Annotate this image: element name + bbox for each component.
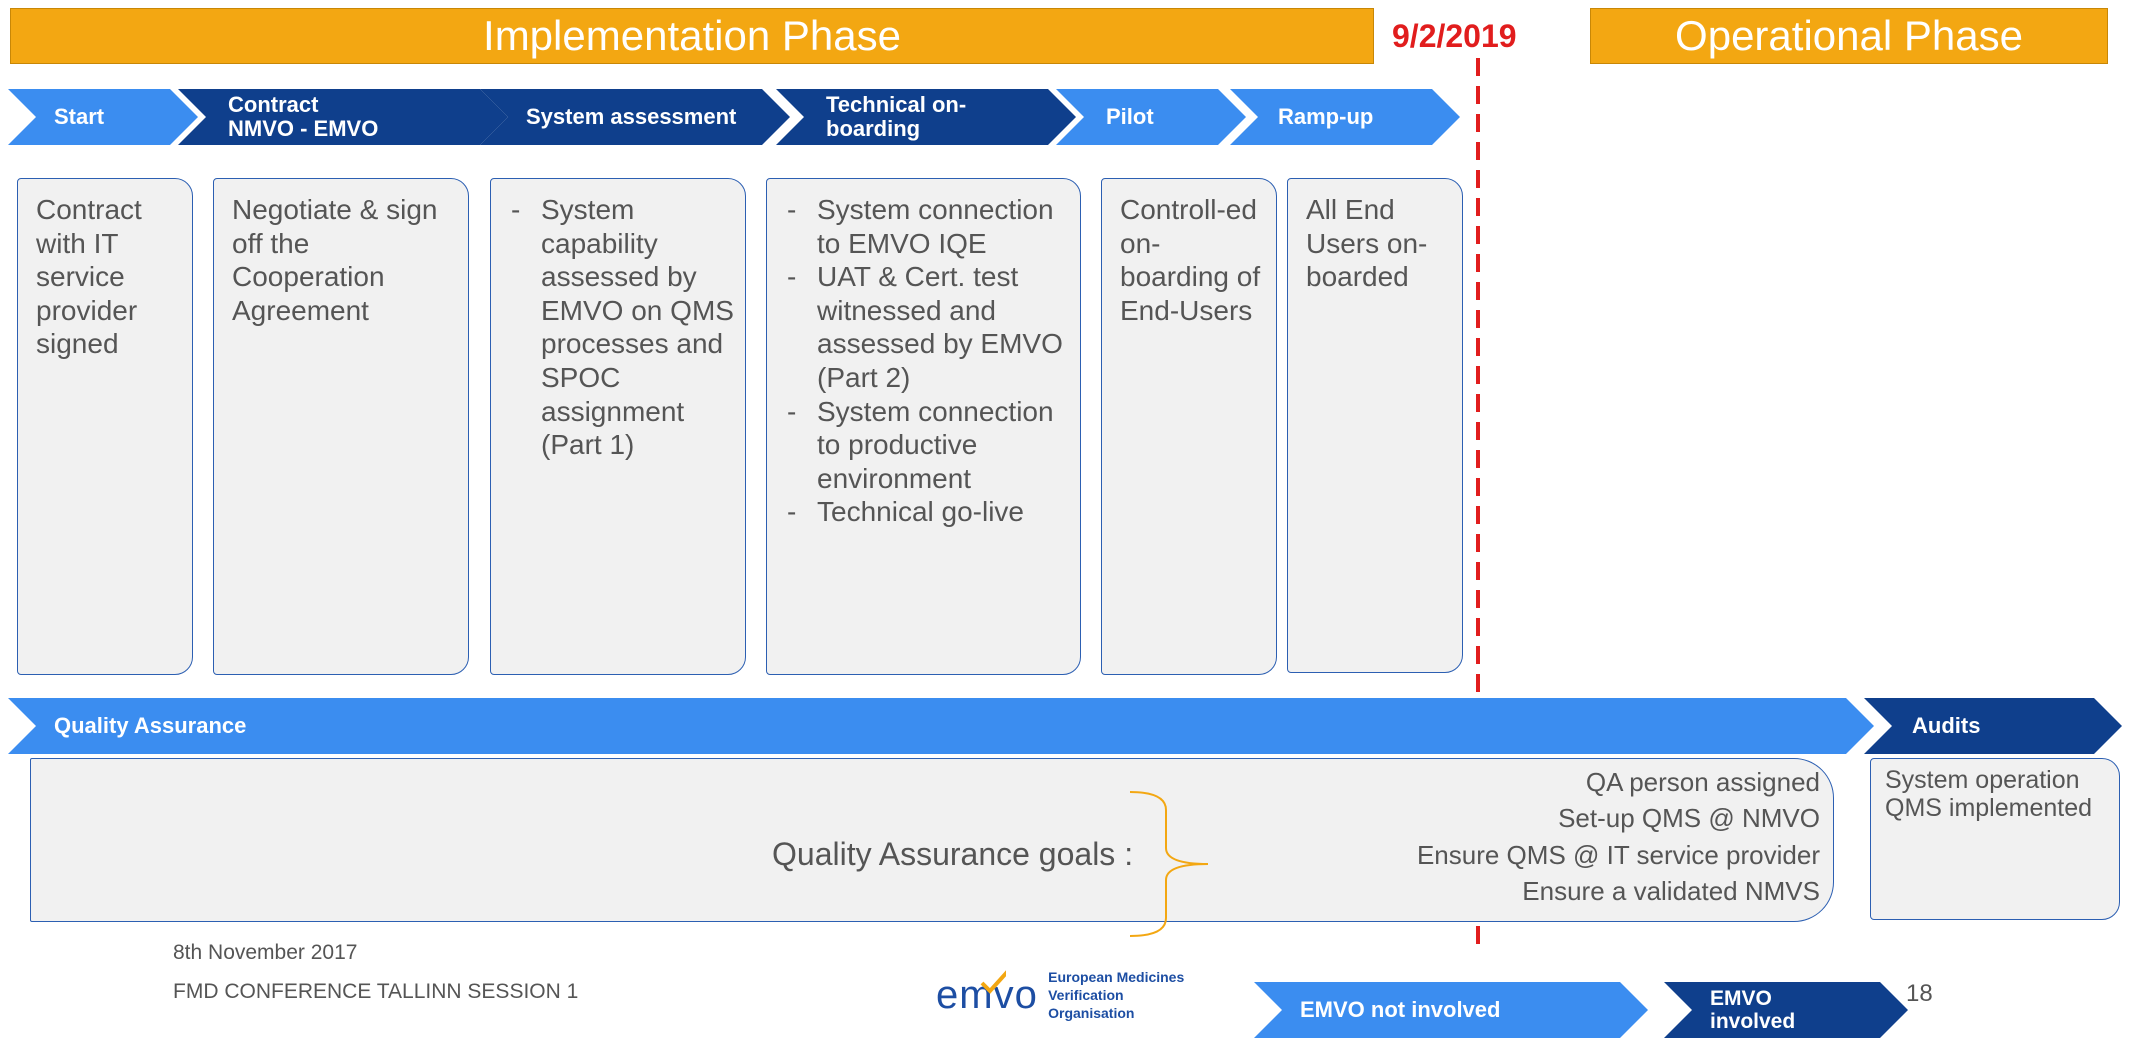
contract-description-box: Negotiate & sign off the Cooperation Agr… (213, 178, 469, 675)
emvo-logo: emvo European Medicines Verification Org… (936, 968, 1186, 1023)
assessment-item: System capability assessed by EMVO on QM… (509, 193, 735, 462)
audits-description: System operation QMS implemented (1885, 766, 2093, 822)
legend-emvo-involved: EMVO involved (1664, 982, 1908, 1038)
pilot-description-box: Controll-ed on-boarding of End-Users (1101, 178, 1277, 675)
qa-brace (1129, 791, 1209, 937)
implementation-phase-banner: Implementation Phase (10, 8, 1374, 64)
qa-goal-item: Ensure QMS @ IT service provider (1416, 839, 1820, 870)
assessment-description-box: System capability assessed by EMVO on QM… (490, 178, 746, 675)
qa-goal-item: Set-up QMS @ NMVO (1558, 803, 1820, 834)
step-technical-onboarding: Technical on- boarding (776, 89, 1076, 145)
start-description-box: Contract with IT service provider signed (17, 178, 193, 675)
audits-label: Audits (1912, 712, 1981, 738)
start-description: Contract with IT service provider signed (36, 194, 142, 360)
pilot-description: Controll-ed on-boarding of End-Users (1120, 194, 1261, 326)
step-rampup: Ramp-up (1230, 89, 1460, 145)
logo-subtitle-line2: Verification Organisation (1048, 986, 1135, 1022)
emvo-logo-text: emvo (936, 972, 1038, 1017)
audits-bar: Audits (1864, 698, 2122, 754)
audits-description-box: System operation QMS implemented (1870, 758, 2120, 920)
step-contract: Contract NMVO - EMVO (178, 89, 508, 145)
quality-assurance-bar: Quality Assurance (8, 698, 1874, 754)
step-pilot: Pilot (1056, 89, 1246, 145)
step-contract-label: Contract NMVO - EMVO (228, 91, 379, 141)
contract-description: Negotiate & sign off the Cooperation Agr… (232, 194, 438, 326)
assessment-list: System capability assessed by EMVO on QM… (509, 193, 735, 462)
qa-goal-item: QA person assigned (1585, 767, 1820, 797)
step-start: Start (8, 89, 198, 145)
technical-item: System connection to productive environm… (785, 395, 1070, 496)
legend-emvo-not-involved: EMVO not involved (1254, 982, 1648, 1038)
rampup-description: All End Users on-boarded (1306, 194, 1428, 293)
rampup-description-box: All End Users on-boarded (1287, 178, 1463, 673)
logo-subtitle-line1: European Medicines (1048, 968, 1185, 985)
operational-phase-banner: Operational Phase (1590, 8, 2108, 64)
step-start-label: Start (54, 103, 105, 129)
footer-date: 8th November 2017 (173, 941, 358, 964)
qa-goals-box (30, 758, 1834, 922)
emvo-logo-subtitle: European Medicines Verification Organisa… (1048, 968, 1186, 1023)
technical-item: UAT & Cert. test witnessed and assessed … (785, 260, 1070, 394)
technical-list: System connection to EMVO IQE UAT & Cert… (785, 193, 1070, 529)
qa-goal-item: Ensure a validated NMVS (1522, 876, 1820, 907)
logo-check-icon (980, 969, 1007, 994)
step-system-assessment-label: System assessment (526, 103, 737, 129)
page-number: 18 (1906, 980, 1933, 1007)
footer-conference: FMD CONFERENCE TALLINN SESSION 1 (173, 980, 579, 1003)
technical-item: Technical go-live (785, 495, 1070, 529)
legend-involved-label: EMVO involved (1710, 986, 1796, 1033)
cutover-date: 9/2/2019 (1392, 18, 1517, 54)
implementation-phase-label: Implementation Phase (483, 12, 901, 59)
step-pilot-label: Pilot (1106, 103, 1154, 129)
technical-description-box: System connection to EMVO IQE UAT & Cert… (766, 178, 1081, 675)
step-system-assessment: System assessment (480, 89, 790, 145)
technical-item: System connection to EMVO IQE (785, 193, 1070, 260)
step-rampup-label: Ramp-up (1278, 103, 1374, 129)
qa-goals-list: QA person assigned Set-up QMS @ NMVO Ens… (1280, 764, 1820, 910)
qa-goals-label: Quality Assurance goals : (772, 836, 1134, 872)
operational-phase-label: Operational Phase (1675, 12, 2023, 59)
step-technical-onboarding-label: Technical on- boarding (826, 91, 967, 141)
legend-not-involved-label: EMVO not involved (1300, 996, 1501, 1022)
quality-assurance-label: Quality Assurance (54, 712, 247, 738)
